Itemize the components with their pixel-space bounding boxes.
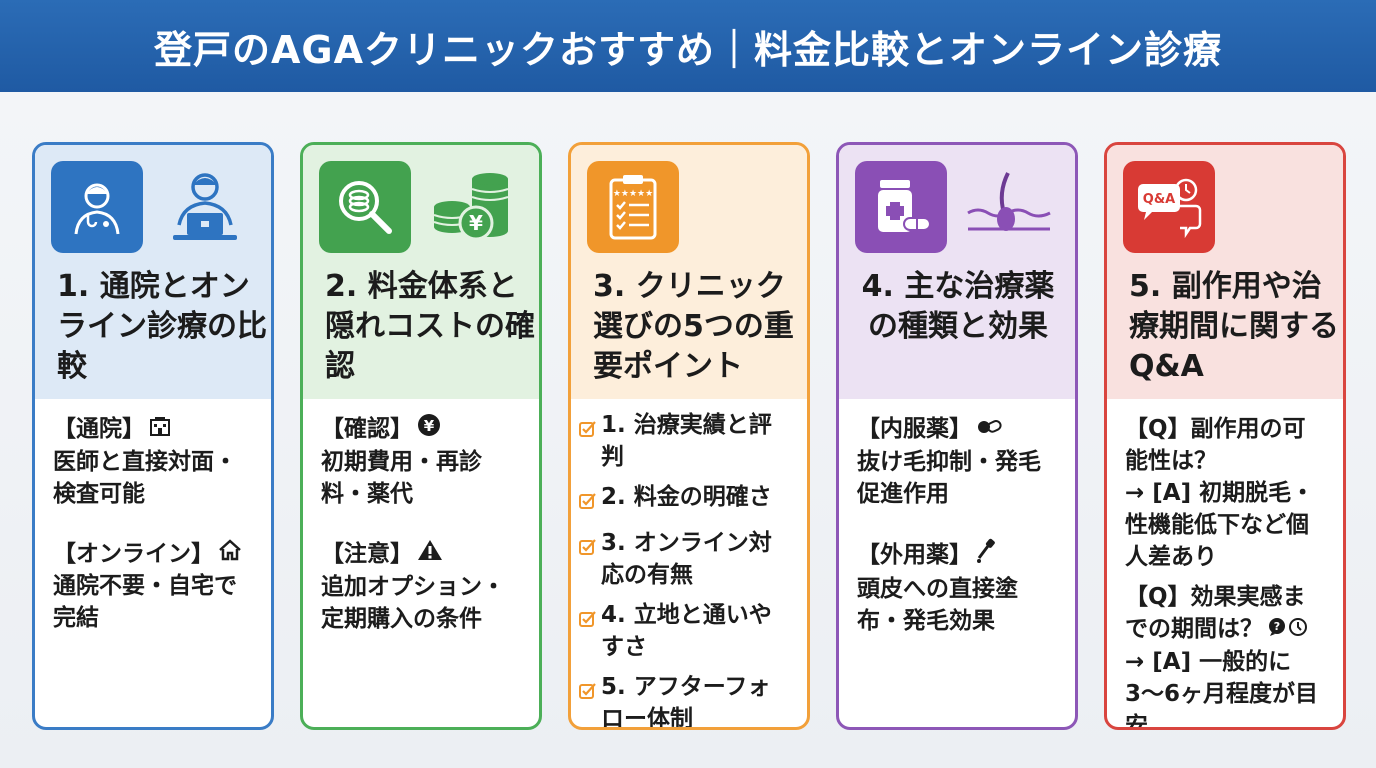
list-item: 3. オンライン対応の有無: [579, 527, 791, 591]
svg-text:¥: ¥: [424, 417, 435, 435]
answer-text: → [A] 一般的に3〜6ヶ月程度が目安: [1125, 648, 1319, 730]
qa-item: 【Q】副作用の可能性は？ → [A] 初期脱毛・性機能低下など個人差あり: [1125, 413, 1327, 573]
card-qa: Q&A 5. 副作用や治療期間に関するQ&A 【Q】副作用の可能性は？ → [A…: [1104, 142, 1346, 730]
checkbox-icon: [579, 487, 597, 519]
section-label: 【確認】: [321, 416, 413, 442]
section-text: 医師と直接対面・検査可能: [53, 448, 237, 507]
question-text: 【Q】副作用の可能性は？: [1125, 416, 1306, 474]
home-icon: [218, 538, 242, 570]
section-text: 頭皮への直接塗布・発毛効果: [857, 575, 1018, 634]
section-label: 【注意】: [321, 541, 413, 567]
card-pricing: ¥ 2. 料金体系と隠れコストの確認 【確認】 ¥ 初期費用・再診料・薬代 【注意…: [300, 142, 542, 730]
qa-bubble-icon: Q&A: [1123, 161, 1215, 253]
svg-text:★★★★★: ★★★★★: [613, 189, 653, 199]
section-label: 【通院】: [53, 416, 145, 442]
doctor-icon: [51, 161, 143, 253]
medicine-bottle-icon: [855, 161, 947, 253]
card-body: 1. 治療実績と評判 2. 料金の明確さ 3. オンライン対応の有無 4. 立地…: [571, 399, 807, 727]
section-label: 【オンライン】: [53, 540, 214, 567]
section-check: 【確認】 ¥ 初期費用・再診料・薬代: [321, 413, 523, 510]
list-item: 1. 治療実績と評判: [579, 409, 791, 473]
dropper-icon: [976, 538, 996, 573]
card-body: 【通院】 医師と直接対面・検査可能 【オンライン】 通院不要・自宅で完結: [35, 399, 271, 662]
section-oral: 【内服薬】 抜け毛抑制・発毛促進作用: [857, 413, 1059, 510]
checkbox-icon: [579, 605, 597, 637]
card-selection-points: ★★★★★ 3. クリニック選びの5つの重要ポイント 1. 治療実績と評判 2.…: [568, 142, 810, 730]
section-topical: 【外用薬】 頭皮への直接塗布・発毛効果: [857, 538, 1059, 637]
section-text: 抜け毛抑制・発毛促進作用: [857, 448, 1041, 507]
clipboard-checklist-icon: ★★★★★: [587, 161, 679, 253]
laptop-user-icon: [157, 161, 253, 253]
coin-search-icon: [319, 161, 411, 253]
svg-text:¥: ¥: [469, 211, 483, 235]
card-body: 【確認】 ¥ 初期費用・再診料・薬代 【注意】 追加オプション・定期購入の条件: [303, 399, 539, 663]
question-text: 【Q】効果実感までの期間は？: [1125, 584, 1306, 642]
card-grid: 1. 通院とオンライン診療の比較 【通院】 医師と直接対面・検査可能 【オンライ…: [32, 142, 1346, 732]
section-text: 通院不要・自宅で完結: [53, 573, 237, 631]
warning-icon: [417, 538, 443, 571]
checkbox-icon: [579, 533, 597, 565]
checkbox-icon: [579, 677, 597, 709]
card-consultation-comparison: 1. 通院とオンライン診療の比較 【通院】 医師と直接対面・検査可能 【オンライ…: [32, 142, 274, 730]
clock-icon: [1288, 614, 1308, 646]
answer-text: → [A] 初期脱毛・性機能低下など個人差あり: [1125, 480, 1315, 570]
points-list: 1. 治療実績と評判 2. 料金の明確さ 3. オンライン対応の有無 4. 立地…: [579, 409, 791, 727]
section-label: 【内服薬】: [857, 416, 972, 442]
pill-icon: [976, 414, 1002, 446]
question-bubble-icon: ?: [1267, 614, 1287, 646]
yen-icon: ¥: [417, 413, 441, 446]
hair-follicle-icon: [961, 161, 1057, 253]
list-item: 4. 立地と通いやすさ: [579, 599, 791, 663]
checkbox-icon: [579, 415, 597, 447]
card-title: 4. 主な治療薬の種類と効果: [861, 269, 1055, 344]
page-title: 登戸のAGAクリニックおすすめ｜料金比較とオンライン診療: [153, 27, 1222, 72]
section-text: 初期費用・再診料・薬代: [321, 449, 482, 507]
card-body: 【内服薬】 抜け毛抑制・発毛促進作用 【外用薬】 頭皮への直接塗布・発毛効果: [839, 399, 1075, 665]
card-medications: 4. 主な治療薬の種類と効果 【内服薬】 抜け毛抑制・発毛促進作用 【外用薬】 …: [836, 142, 1078, 730]
card-title: 3. クリニック選びの5つの重要ポイント: [593, 269, 794, 384]
page-header: 登戸のAGAクリニックおすすめ｜料金比較とオンライン診療: [0, 0, 1376, 92]
card-title: 5. 副作用や治療期間に関するQ&A: [1129, 269, 1339, 384]
section-online: 【オンライン】 通院不要・自宅で完結: [53, 538, 255, 635]
card-title: 1. 通院とオンライン診療の比較: [57, 269, 267, 384]
svg-text:Q&A: Q&A: [1143, 192, 1175, 207]
qa-item: 【Q】効果実感までの期間は？? → [A] 一般的に3〜6ヶ月程度が目安: [1125, 581, 1327, 730]
section-label: 【外用薬】: [857, 541, 972, 568]
section-text: 追加オプション・定期購入の条件: [321, 574, 505, 632]
section-visit: 【通院】 医師と直接対面・検査可能: [53, 413, 255, 510]
card-title: 2. 料金体系と隠れコストの確認: [325, 269, 535, 384]
section-caution: 【注意】 追加オプション・定期購入の条件: [321, 538, 523, 635]
list-item: 2. 料金の明確さ: [579, 481, 791, 519]
svg-text:?: ?: [1274, 620, 1280, 633]
card-body: 【Q】副作用の可能性は？ → [A] 初期脱毛・性機能低下など個人差あり 【Q】…: [1107, 399, 1343, 730]
list-item: 5. アフターフォロー体制: [579, 671, 791, 727]
coin-stack-yen-icon: ¥: [425, 161, 521, 253]
building-icon: [149, 414, 171, 446]
